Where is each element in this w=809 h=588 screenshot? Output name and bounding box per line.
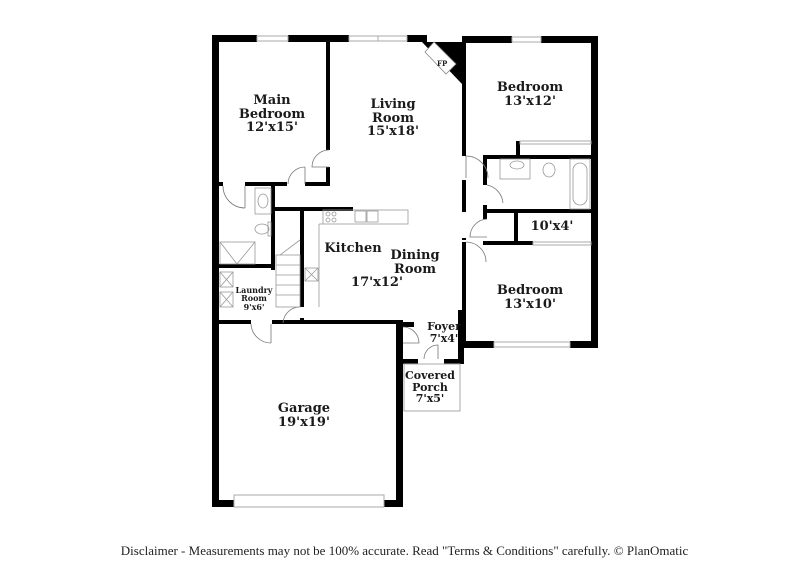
fireplace-label: FP — [437, 59, 448, 68]
room-kitchen: Kitchen — [324, 242, 381, 256]
room-dims: 13'x10' — [504, 296, 556, 312]
room-dims: 15'x18' — [367, 124, 419, 140]
room-name: Bedroom — [238, 106, 306, 122]
exterior-walls — [212, 35, 598, 507]
room-foyer: Foyer 7'x4' — [427, 321, 461, 344]
room-bedroom-1: Bedroom 13'x12' — [497, 81, 563, 108]
room-name: Bedroom — [496, 283, 564, 298]
room-bedroom-2: Bedroom 13'x10' — [497, 284, 563, 311]
room-name: Living — [370, 97, 416, 112]
room-main-bedroom: Main Bedroom 12'x15' — [239, 94, 305, 135]
room-garage: Garage 19'x19' — [278, 402, 330, 429]
room-name: Room — [241, 293, 267, 304]
room-living-room: Living Room 15'x18' — [367, 98, 419, 139]
room-dims: 9'x6' — [243, 301, 265, 312]
room-dining-dims: 17'x12' — [351, 276, 403, 290]
windows — [233, 35, 592, 508]
room-name: Foyer — [427, 320, 461, 333]
room-dims: 17'x12' — [351, 275, 403, 290]
room-dining-room: Dining Room — [390, 249, 439, 276]
room-dims: 10'x4' — [530, 219, 574, 234]
disclaimer-text: Disclaimer - Measurements may not be 100… — [120, 543, 689, 558]
room-name: Porch — [412, 380, 448, 394]
room-laundry: Laundry Room 9'x6' — [235, 285, 273, 312]
room-name: Bedroom — [496, 80, 564, 95]
interior-walls — [219, 42, 591, 342]
fixtures — [219, 158, 591, 308]
room-name: Main — [253, 93, 291, 108]
room-dims: 7'x5' — [415, 392, 445, 406]
fireplace — [422, 41, 462, 84]
room-name: Kitchen — [324, 241, 382, 256]
room-name: Laundry — [235, 285, 273, 295]
room-dims: 7'x4' — [429, 331, 459, 345]
room-name: Garage — [277, 401, 331, 416]
room-covered-porch: Covered Porch 7'x5' — [405, 370, 455, 405]
room-name: Room — [372, 110, 414, 126]
room-name: Room — [394, 261, 436, 277]
room-name: Covered — [405, 369, 455, 382]
room-dims: 13'x12' — [504, 93, 556, 109]
room-name: Dining — [390, 248, 440, 263]
doors — [222, 149, 504, 360]
room-dims: 19'x19' — [278, 414, 330, 430]
room-closet: 10'x4' — [531, 220, 574, 234]
room-dims: 12'x15' — [246, 120, 298, 136]
